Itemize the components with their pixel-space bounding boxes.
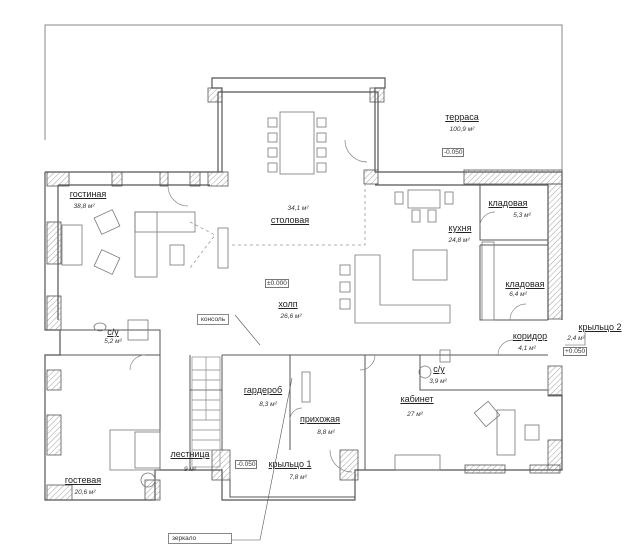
room-area-dining: 34,1 м² <box>287 205 309 212</box>
room-area-porch-2: 2,4 м² <box>567 335 585 342</box>
room-name-office: кабинет <box>400 394 434 404</box>
staircase <box>191 356 221 468</box>
room-area-terrace: 100,9 м² <box>449 126 475 133</box>
room-name-entryway: прихожая <box>299 414 341 424</box>
room-area-wardrobe: 8,3 м² <box>259 401 277 408</box>
room-name-staircase: лестница <box>170 449 210 459</box>
room-area-pantry-1: 5,3 м² <box>513 212 531 219</box>
room-name-pantry-2: кладовая <box>505 279 545 289</box>
room-area-porch-1: 7,8 м² <box>289 474 307 481</box>
room-area-office: 27 м² <box>407 411 423 418</box>
room-name-pantry-1: кладовая <box>488 198 528 208</box>
room-area-entryway: 8,8 м² <box>317 429 335 436</box>
hatched-wall-segments <box>46 87 563 501</box>
room-name-guest: гостевая <box>64 475 102 485</box>
level-porch-1: -0.050 <box>235 460 258 469</box>
exterior-walls <box>44 77 563 501</box>
interior-walls <box>60 185 548 498</box>
room-area-pantry-2: 6,4 м² <box>509 291 527 298</box>
room-area-guest: 20,6 м² <box>74 489 96 496</box>
room-area-bathroom-2: 3,9 м² <box>429 378 447 385</box>
door-swings <box>129 139 527 473</box>
room-name-living: гостиная <box>69 189 107 199</box>
leader-lines <box>232 314 586 541</box>
furniture <box>61 111 540 488</box>
room-area-living: 38,8 м² <box>73 203 95 210</box>
note-console: консоль <box>197 314 230 325</box>
level-porch-2: +0.050 <box>563 347 588 356</box>
room-name-corridor: коридор <box>512 331 548 341</box>
room-area-hall: 26,6 м² <box>280 313 302 320</box>
room-name-dining: столовая <box>270 215 310 225</box>
room-name-bathroom-2: с/у <box>433 364 445 374</box>
room-area-bathroom-1: 5,2 м² <box>104 338 122 345</box>
room-area-corridor: 4,1 м² <box>518 345 536 352</box>
note-mirror: зеркало <box>168 533 232 544</box>
room-name-bathroom-1: с/у <box>107 327 119 337</box>
room-name-kitchen: кухня <box>448 223 472 233</box>
room-name-terrace: терраса <box>445 112 479 122</box>
room-name-porch-2: крыльцо 2 <box>578 322 622 332</box>
room-name-wardrobe: гардероб <box>243 385 283 395</box>
terrace-outline <box>44 24 563 172</box>
room-area-kitchen: 24,8 м² <box>448 237 470 244</box>
room-name-porch-1: крыльцо 1 <box>268 459 312 469</box>
zone-dividers <box>189 185 366 269</box>
room-name-hall: холп <box>278 299 298 309</box>
level-hall: ±0.000 <box>265 279 289 288</box>
level-terrace: -0.050 <box>442 148 465 157</box>
room-area-staircase: 9 м² <box>183 466 197 473</box>
